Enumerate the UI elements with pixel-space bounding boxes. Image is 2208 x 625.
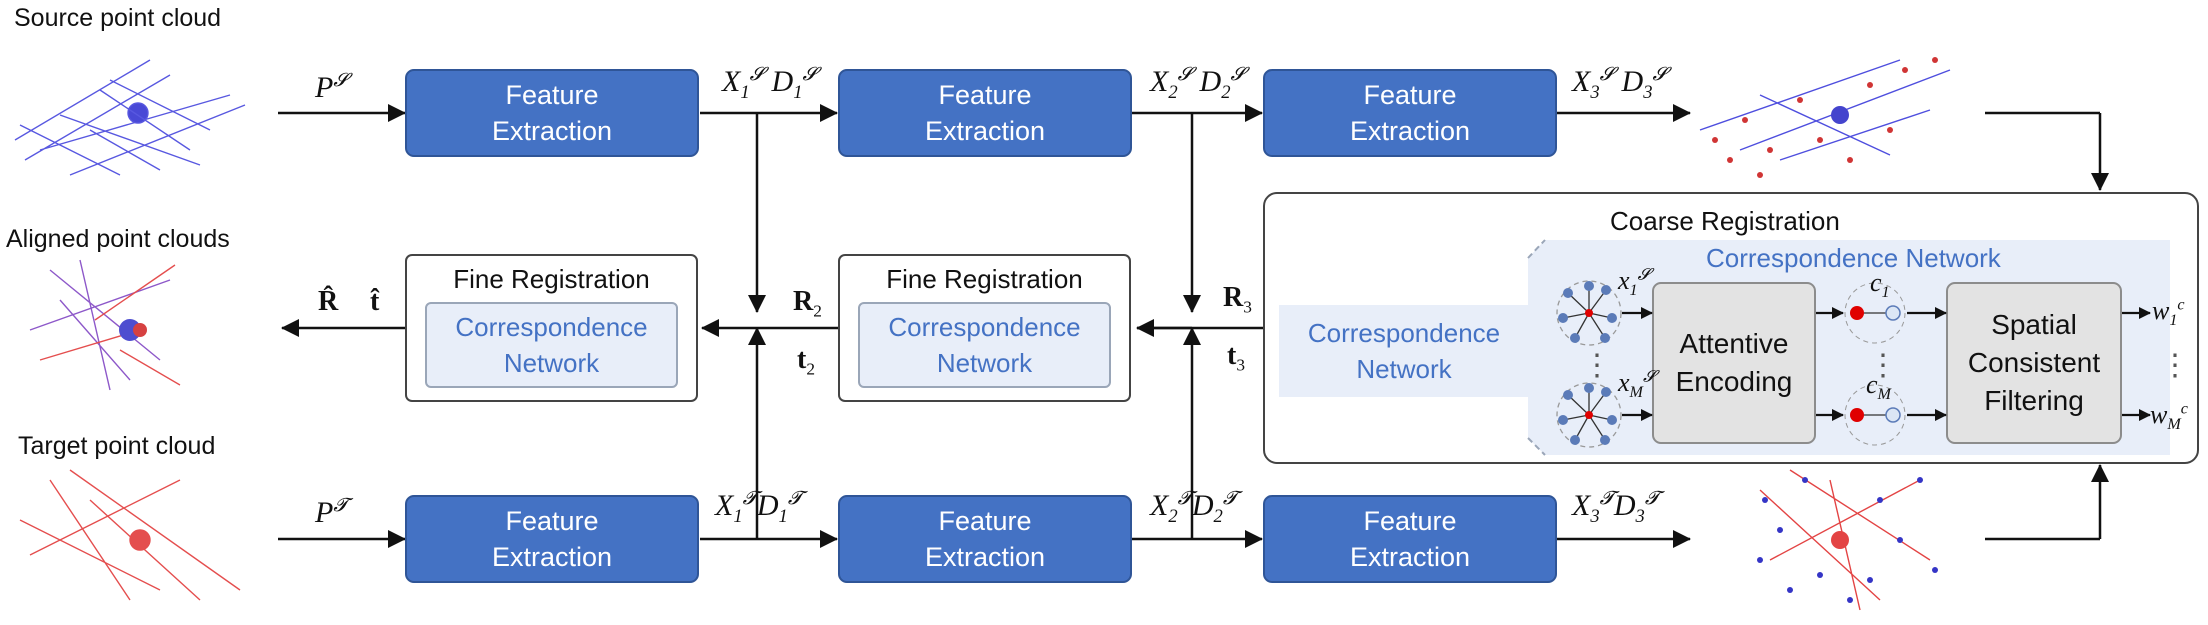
aligned-caption: Aligned point clouds	[6, 225, 230, 253]
attentive-encoding-block: Attentive Encoding	[1652, 282, 1816, 444]
feature-label-top-3: X3𝓢 D3𝓢	[1572, 64, 1667, 103]
fine-registration-block-1: Fine Registration Correspondence Network	[405, 254, 698, 402]
correspondence-network-title: Correspondence Network	[1706, 243, 2001, 273]
correspondence-label-1: c1	[1870, 268, 1890, 302]
feature-extraction-block-top-3: Feature Extraction	[1263, 69, 1557, 157]
feature-extraction-block-bottom-1: Feature Extraction	[405, 495, 699, 583]
source-feature-cloud-image	[1699, 57, 1951, 178]
spatial-label-1: Spatial	[1991, 309, 2077, 340]
target-point-cloud-image	[19, 469, 241, 601]
target-feature-cloud-image	[1757, 469, 1938, 611]
fe-label-2: Extraction	[1349, 116, 1471, 146]
ellipsis-weights: ⋮	[2160, 349, 2190, 382]
fe-label-1: Feature	[505, 506, 599, 536]
feature-label-top-1: X1𝓢 D1𝓢	[722, 64, 817, 103]
fe-label-2: Extraction	[924, 542, 1046, 572]
cn-label-2: Network	[936, 348, 1033, 378]
correspondence-network-left-box: Correspondence Network	[1279, 305, 1529, 397]
fine-registration-title: Fine Registration	[886, 264, 1083, 294]
attentive-label-2: Encoding	[1675, 366, 1793, 397]
cn-label-2: Network	[503, 348, 600, 378]
rotation-label-2: R2	[793, 286, 822, 321]
translation-label-3: t3	[1227, 340, 1246, 375]
keypoint-label-m: xM𝓢	[1618, 368, 1656, 402]
keypoint-neighbourhood-top	[1556, 280, 1622, 346]
coarse-registration-title: Coarse Registration	[1610, 206, 1840, 236]
cn-label-1: Correspondence	[455, 312, 648, 342]
target-caption: Target point cloud	[18, 432, 216, 460]
feature-extraction-block-top-1: Feature Extraction	[405, 69, 699, 157]
correspondence-network-box: Correspondence Network	[858, 302, 1111, 388]
source-point-cloud-image	[14, 59, 246, 176]
source-caption: Source point cloud	[14, 4, 222, 32]
final-translation-label: t̂	[370, 286, 380, 317]
keypoint-label-1: x1𝓢	[1618, 266, 1651, 300]
fe-label-1: Feature	[505, 80, 599, 110]
correspondence-network-box: Correspondence Network	[425, 302, 678, 388]
spatial-label-2: Consistent	[1967, 347, 2101, 378]
correspondence-pair-top	[1844, 282, 1906, 344]
feature-label-top-2: X2𝓢 D2𝓢	[1150, 64, 1245, 103]
fe-label-1: Feature	[1363, 506, 1457, 536]
source-input-label: P𝓢	[315, 70, 348, 104]
rotation-label-3: R3	[1223, 282, 1252, 317]
aligned-point-cloud-image	[29, 259, 181, 391]
feature-extraction-block-bottom-2: Feature Extraction	[838, 495, 1132, 583]
fe-label-1: Feature	[938, 80, 1032, 110]
keypoint-neighbourhood-bottom	[1556, 382, 1622, 448]
ellipsis-keypoints: ⋮	[1582, 349, 1612, 382]
attentive-label-1: Attentive	[1679, 328, 1789, 359]
target-input-label: P𝓣	[315, 495, 348, 529]
final-rotation-label: R̂	[318, 286, 339, 317]
correspondence-pair-bottom	[1844, 384, 1906, 446]
fe-label-2: Extraction	[924, 116, 1046, 146]
translation-label-2: t2	[797, 344, 816, 379]
fe-label-1: Feature	[938, 506, 1032, 536]
correspondence-label-m: cM	[1866, 370, 1891, 404]
cn-label-1: Correspondence	[888, 312, 1081, 342]
fe-label-2: Extraction	[491, 542, 613, 572]
ellipsis-correspondences: ⋮	[1868, 349, 1898, 382]
fe-label-1: Feature	[1363, 80, 1457, 110]
spatial-label-3: Filtering	[1984, 385, 2084, 416]
fe-label-2: Extraction	[1349, 542, 1471, 572]
fine-registration-block-2: Fine Registration Correspondence Network	[838, 254, 1131, 402]
fine-registration-title: Fine Registration	[453, 264, 650, 294]
feature-label-bottom-3: X3𝓣D3𝓣	[1572, 488, 1660, 527]
feature-extraction-block-top-2: Feature Extraction	[838, 69, 1132, 157]
feature-extraction-block-bottom-3: Feature Extraction	[1263, 495, 1557, 583]
feature-label-bottom-2: X2𝓣D2𝓣	[1150, 488, 1238, 527]
cn-left-label-1: Correspondence	[1307, 318, 1501, 348]
feature-label-bottom-1: X1𝓣D1𝓣	[715, 488, 803, 527]
spatial-consistent-filtering-block: Spatial Consistent Filtering	[1946, 282, 2122, 444]
fe-label-2: Extraction	[491, 116, 613, 146]
cn-left-label-2: Network	[1356, 354, 1452, 384]
weight-label-m: wMc	[2150, 400, 2188, 434]
weight-label-1: w1c	[2152, 296, 2185, 330]
